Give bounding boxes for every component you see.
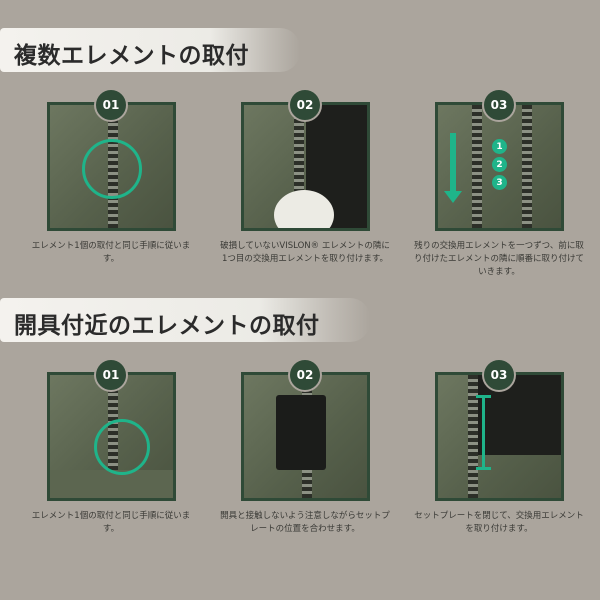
set-plate <box>276 395 326 470</box>
marker: 1 <box>492 139 507 154</box>
highlight-circle <box>94 419 150 475</box>
zipper <box>522 105 532 228</box>
step-badge: 01 <box>94 88 128 122</box>
measure-tick <box>476 467 491 470</box>
step-badge: 02 <box>288 88 322 122</box>
measure-tick <box>476 395 491 398</box>
step-caption: 開具と接触しないよう注意しながらセットプレートの位置を合わせます。 <box>220 511 390 534</box>
highlight-circle <box>82 139 142 199</box>
step-caption: 破損していないVISLON® エレメントの隣に1つ目の交換用エレメントを取り付け… <box>220 241 390 264</box>
step-badge: 03 <box>482 88 516 122</box>
section-title: 開具付近のエレメントの取付 <box>14 313 320 339</box>
zipper <box>472 105 482 228</box>
step-image <box>241 102 370 231</box>
step-caption: セットプレートを閉じて、交換用エレメントを取り付けます。 <box>414 511 584 534</box>
step-image <box>47 102 176 231</box>
measure-bar <box>482 395 485 470</box>
step-badge: 01 <box>94 358 128 392</box>
section-title: 複数エレメントの取付 <box>14 43 249 69</box>
step-badge: 02 <box>288 358 322 392</box>
step-caption: 残りの交換用エレメントを一つずつ、前に取り付けたエレメントの隣に順番に取り付けて… <box>414 241 585 277</box>
title-brush <box>0 298 370 342</box>
step-caption: エレメント1個の取付と同じ手順に従います。 <box>31 241 191 264</box>
arrow-down-icon <box>450 133 456 193</box>
bottom-stop <box>50 470 173 498</box>
zipper <box>294 105 304 228</box>
step-image <box>241 372 370 501</box>
marker: 2 <box>492 157 507 172</box>
step-image: 1 2 3 <box>435 102 564 231</box>
step-image <box>435 372 564 501</box>
step-caption: エレメント1個の取付と同じ手順に従います。 <box>31 511 191 534</box>
glove <box>274 190 334 228</box>
step-badge: 03 <box>482 358 516 392</box>
arrow-head <box>444 191 462 203</box>
zipper <box>468 375 478 498</box>
marker: 3 <box>492 175 507 190</box>
title-brush <box>0 28 300 72</box>
